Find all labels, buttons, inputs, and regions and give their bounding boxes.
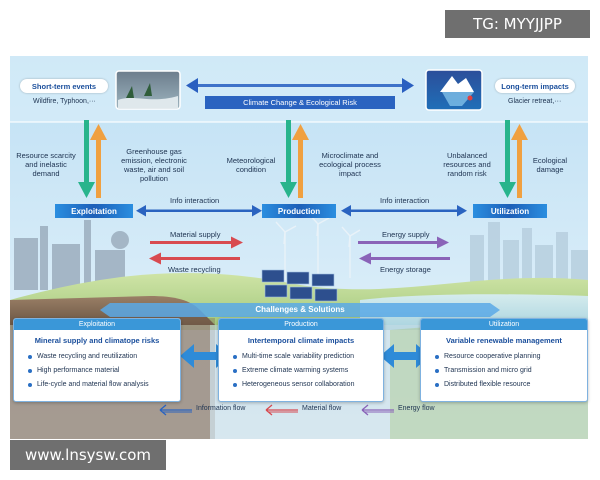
panel-exploitation-title: Exploitation: [14, 319, 180, 330]
flow-label-ecological-damage: Ecological damage: [532, 156, 568, 174]
panel-utilization: Utilization Variable renewable managemen…: [420, 318, 588, 402]
panel-production-item: Multi-time scale variability prediction: [233, 350, 354, 364]
watermark-bottom: www.lnsysw.com: [10, 440, 166, 470]
node-production: Production: [262, 204, 336, 218]
watermark-top: TG: MYYJJPP: [445, 10, 590, 38]
legend-material-flow: Material flow: [302, 405, 342, 412]
long-term-impacts-subtitle: Glacier retreat,···: [508, 98, 562, 105]
flow-label-meteorological: Meteorological condition: [226, 156, 276, 174]
panel-utilization-item: Distributed flexible resource: [435, 378, 541, 392]
panel-exploitation-item: Life-cycle and material flow analysis: [28, 378, 149, 392]
panel-production-heading: Intertemporal climate impacts: [247, 336, 355, 345]
panel-utilization-title: Utilization: [421, 319, 587, 330]
short-term-events-badge: Short-term events: [20, 79, 108, 93]
legend-energy-flow: Energy flow: [398, 405, 435, 412]
energy-supply-label: Energy supply: [382, 230, 430, 239]
waste-recycling-label: Waste recycling: [168, 265, 221, 274]
flow-label-microclimate: Microclimate and ecological process impa…: [319, 151, 381, 178]
long-term-impacts-badge: Long-term impacts: [495, 79, 575, 93]
flow-label-unbalanced-resources: Unbalanced resources and random risk: [443, 151, 491, 178]
node-utilization: Utilization: [473, 204, 547, 218]
legend-information-flow: Information flow: [196, 405, 246, 412]
panel-exploitation: Exploitation Mineral supply and climatop…: [13, 318, 181, 402]
panel-production-item: Extreme climate warming systems: [233, 364, 354, 378]
challenges-title: Challenges & Solutions: [255, 305, 345, 314]
info-interaction-right-label: Info interaction: [380, 196, 430, 205]
energy-storage-label: Energy storage: [380, 265, 431, 274]
node-exploitation: Exploitation: [55, 204, 133, 218]
info-interaction-left-label: Info interaction: [170, 196, 220, 205]
header-title: Climate Change & Ecological Risk: [205, 96, 395, 109]
flow-label-resource-scarcity: Resource scarcity and inelastic demand: [16, 151, 76, 178]
panel-utilization-item: Transmission and micro grid: [435, 364, 541, 378]
panel-exploitation-item: High performance material: [28, 364, 149, 378]
panel-exploitation-heading: Mineral supply and climatope risks: [34, 336, 160, 345]
flow-label-greenhouse-gas: Greenhouse gas emission, electronic wast…: [121, 147, 187, 183]
panel-utilization-item: Resource cooperative planning: [435, 350, 541, 364]
short-term-events-subtitle: Wildfire, Typhoon,···: [33, 98, 96, 105]
panel-production-item: Heterogeneous sensor collaboration: [233, 378, 354, 392]
panel-production-title: Production: [219, 319, 383, 330]
panel-exploitation-item: Waste recycling and reutilization: [28, 350, 149, 364]
panel-utilization-heading: Variable renewable management: [446, 336, 562, 345]
panel-production: Production Intertemporal climate impacts…: [218, 318, 384, 402]
material-supply-label: Material supply: [170, 230, 221, 239]
